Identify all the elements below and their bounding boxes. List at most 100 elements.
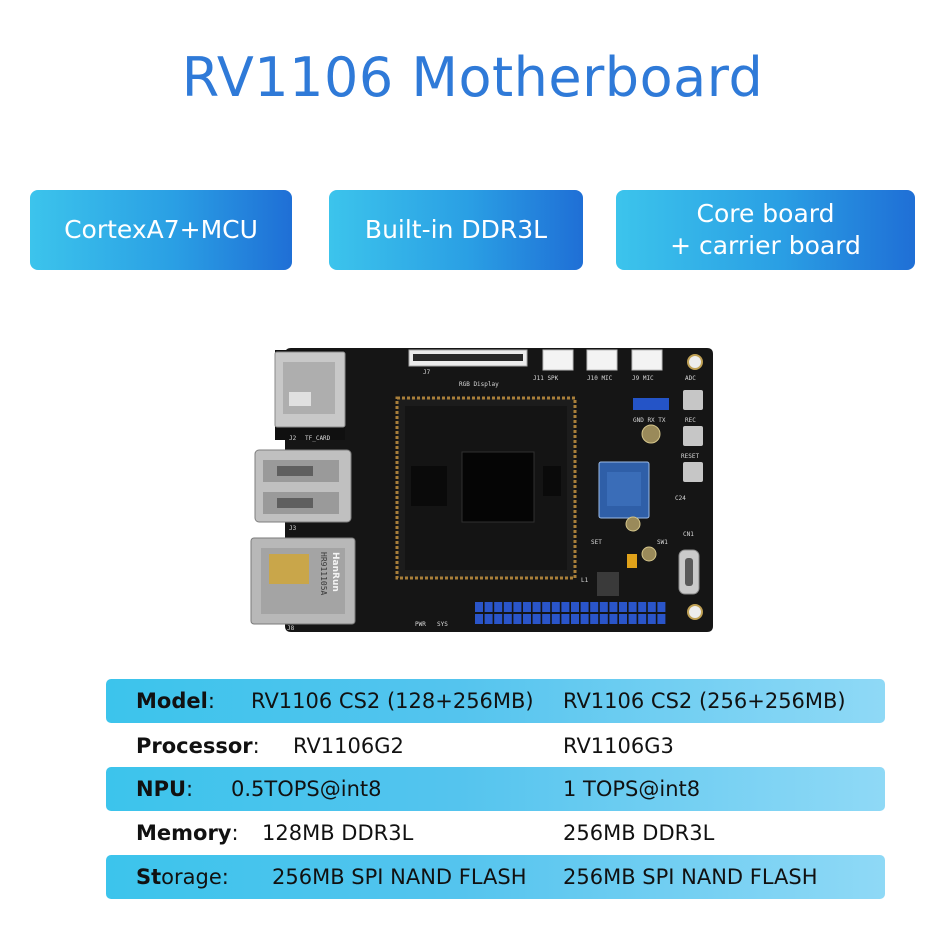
eth-brand: HanRun xyxy=(330,552,340,592)
gpio-pin xyxy=(523,614,531,624)
spec-separator: : xyxy=(221,865,229,889)
uart-header xyxy=(633,398,669,410)
gpio-pin xyxy=(619,602,627,612)
spec-separator: : xyxy=(207,689,215,713)
gpio-pin xyxy=(647,614,656,624)
board-label-pwr: PWR xyxy=(415,621,426,628)
spec-value-variant-1: 128MB DDR3L xyxy=(262,821,414,845)
gpio-pin xyxy=(657,614,666,624)
gpio-pin xyxy=(609,614,618,624)
gpio-pin xyxy=(590,602,599,612)
board-label-sys: SYS xyxy=(437,621,448,628)
spec-value-variant-2: 256MB SPI NAND FLASH xyxy=(563,865,818,889)
gpio-pin xyxy=(503,602,512,612)
gpio-pin xyxy=(590,614,599,624)
sw-button xyxy=(683,462,703,482)
spec-label: Model: xyxy=(136,689,215,713)
board-label-rec: REC xyxy=(685,417,696,424)
spec-value-variant-1: 0.5TOPS@int8 xyxy=(231,777,382,801)
page-title: RV1106 Motherboard xyxy=(181,46,764,109)
board-label-adc: ADC xyxy=(685,375,696,382)
gpio-pin xyxy=(561,602,570,612)
gpio-pin xyxy=(580,614,589,624)
gpio-pin xyxy=(599,602,608,612)
gpio-pin xyxy=(657,602,666,612)
board-label-j8: J8 xyxy=(287,625,295,632)
board-label-sw1: SW1 xyxy=(657,539,668,546)
board-label-j11: J11 SPK xyxy=(533,375,559,382)
gpio-pin xyxy=(638,614,647,624)
gpio-pin xyxy=(532,602,541,612)
gpio-pin xyxy=(503,614,512,624)
spec-label: Storage: xyxy=(136,865,229,889)
board-label-j2: J2 xyxy=(289,435,297,442)
board-label-uart: GND RX TX xyxy=(633,417,666,424)
eth-model: HR911105A xyxy=(319,552,328,596)
gpio-pin xyxy=(494,614,503,624)
rec-button xyxy=(683,390,703,410)
feature-badge-cpu: CortexA7+MCU xyxy=(30,190,292,270)
spec-row: Model: RV1106 CS2 (128+256MB) RV1106 CS2 … xyxy=(106,679,885,723)
spec-separator: : xyxy=(252,734,260,758)
gpio-pin xyxy=(580,602,589,612)
gpio-pin xyxy=(571,602,579,612)
rgb-display-connector xyxy=(408,349,528,367)
board-label-l1: L1 xyxy=(581,577,589,584)
motherboard-image: TF_CARD J2 J3 HanRun HR911105A J8 RGB Di… xyxy=(250,348,713,632)
feature-badge-boards: Core board + carrier board xyxy=(616,190,915,270)
gpio-pin xyxy=(609,602,618,612)
board-label-tf: TF_CARD xyxy=(305,435,331,442)
spec-label-rest: orage xyxy=(161,865,222,889)
board-label-j3: J3 xyxy=(289,525,297,532)
gpio-pin xyxy=(619,614,627,624)
gpio-pin xyxy=(628,614,637,624)
board-label-rgb: RGB Display xyxy=(459,381,499,388)
gpio-pin xyxy=(523,602,531,612)
gpio-pin xyxy=(647,602,656,612)
tf-card-slot xyxy=(274,351,346,428)
spec-value-variant-2: 1 TOPS@int8 xyxy=(563,777,701,801)
feature-badge-ddr: Built-in DDR3L xyxy=(329,190,583,270)
gpio-pin xyxy=(484,602,493,612)
board-label-j9: J9 MIC xyxy=(632,375,654,382)
gpio-pin xyxy=(475,602,483,612)
core-board xyxy=(395,396,577,580)
spec-row: Memory: 128MB DDR3L 256MB DDR3L xyxy=(106,811,885,855)
board-label-cn1: CN1 xyxy=(683,531,694,538)
gpio-pin xyxy=(542,602,551,612)
spec-value-variant-1: RV1106 CS2 (128+256MB) xyxy=(251,689,534,713)
gpio-pin xyxy=(571,614,579,624)
feature-text: Built-in DDR3L xyxy=(364,215,548,244)
spec-separator: : xyxy=(231,821,239,845)
spec-value-variant-2: RV1106G3 xyxy=(563,734,674,758)
gpio-pin xyxy=(542,614,551,624)
ethernet-port xyxy=(250,537,356,625)
feature-text-line2: + carrier board xyxy=(670,231,861,260)
feature-text-line1: Core board xyxy=(696,199,835,228)
gpio-pin xyxy=(484,614,493,624)
spec-value-variant-2: 256MB DDR3L xyxy=(563,821,715,845)
usb-c-port xyxy=(678,549,700,595)
gpio-pin xyxy=(494,602,503,612)
gpio-pin xyxy=(551,614,560,624)
gpio-pin xyxy=(638,602,647,612)
gpio-pin xyxy=(532,614,541,624)
spec-label: Memory: xyxy=(136,821,239,845)
board-label-set: SET xyxy=(591,539,602,546)
feature-text: CortexA7+MCU xyxy=(64,215,258,244)
gpio-pin xyxy=(513,614,522,624)
gpio-pin xyxy=(628,602,637,612)
gpio-pin xyxy=(513,602,522,612)
gpio-pin xyxy=(561,614,570,624)
usb-port xyxy=(254,449,352,523)
board-label-reset: RESET xyxy=(681,453,699,460)
spec-value-variant-2: RV1106 CS2 (256+256MB) xyxy=(563,689,846,713)
inductor xyxy=(597,572,619,596)
gpio-pin xyxy=(599,614,608,624)
spec-separator: : xyxy=(186,777,194,801)
gpio-pin xyxy=(475,614,483,624)
wifi-module xyxy=(598,461,650,519)
